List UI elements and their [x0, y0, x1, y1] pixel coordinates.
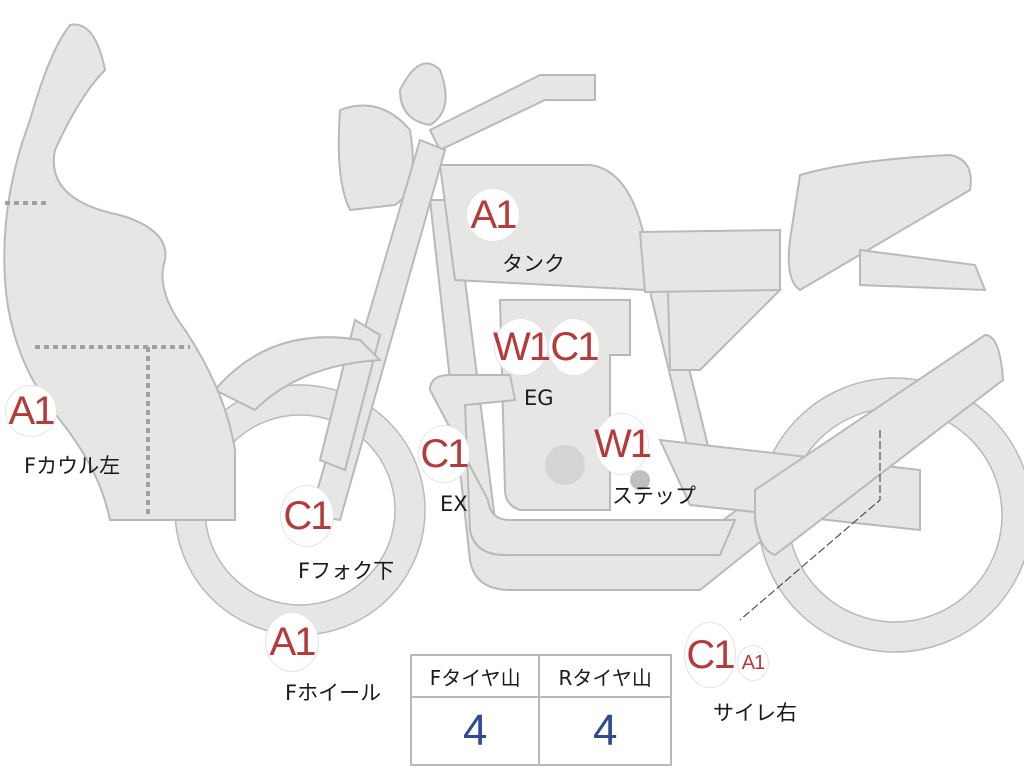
damage-marker-engine-c1[interactable]: C1 [548, 318, 600, 376]
front-tire-tread-header: Fタイヤ山 [409, 654, 541, 698]
damage-marker-silencer-c1[interactable]: C1 [684, 622, 736, 688]
silencer-right-label: サイレ右 [713, 701, 797, 725]
damage-marker-silencer-a1[interactable]: A1 [737, 645, 769, 681]
damage-marker-tank-a1[interactable]: A1 [466, 188, 520, 242]
damage-marker-front-wheel-a1[interactable]: A1 [265, 612, 319, 672]
front-tire-tread-value: 4 [409, 696, 541, 766]
tank-label: タンク [502, 252, 565, 276]
damage-marker-engine-w1[interactable]: W1 [493, 318, 551, 376]
silencer[interactable] [754, 333, 1005, 557]
cowl-left-label: Fカウル左 [24, 454, 121, 478]
front-cowl[interactable] [3, 23, 236, 521]
exhaust-label: EX [440, 492, 468, 516]
damage-marker-step-w1[interactable]: W1 [594, 413, 652, 475]
tire-tread-table: Fタイヤ山 Rタイヤ山 4 4 [409, 654, 672, 766]
damage-marker-cowl-a1[interactable]: A1 [5, 385, 57, 437]
engine-label: EG [524, 386, 554, 410]
front-wheel-label: Fホイール [285, 681, 382, 705]
damage-marker-exhaust-c1[interactable]: C1 [418, 425, 470, 483]
rear-tire-tread-value: 4 [538, 696, 672, 766]
step-label: ステップ [612, 484, 696, 508]
fork-lower-label: Fフォク下 [298, 559, 395, 583]
damage-marker-fork-c1[interactable]: C1 [280, 485, 334, 547]
rear-tire-tread-header: Rタイヤ山 [538, 654, 672, 698]
